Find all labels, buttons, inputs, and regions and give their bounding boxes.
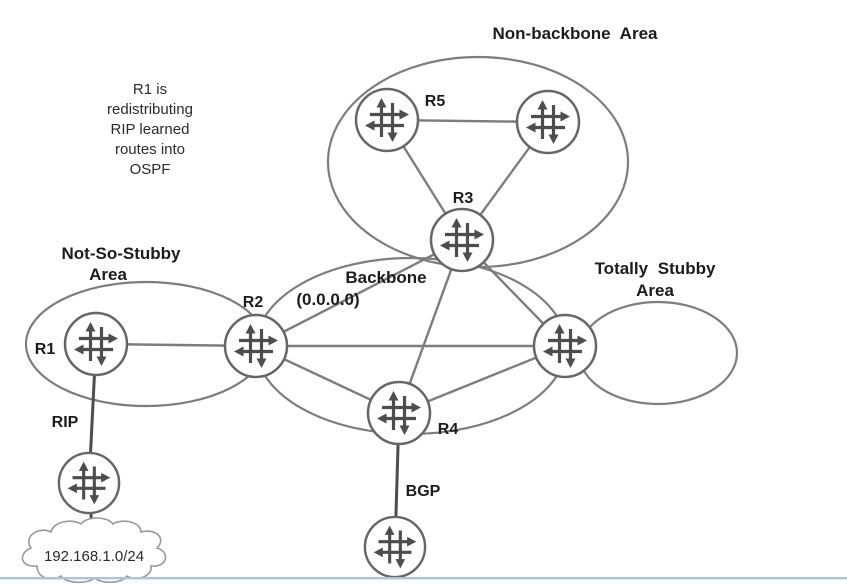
router-nonbackbone-peer-icon xyxy=(515,89,581,155)
cloud-network-label: 192.168.1.0/24 xyxy=(44,548,144,565)
annotation-line-2: redistributing xyxy=(107,101,193,118)
router-rip-external-icon xyxy=(57,451,121,515)
annotation-line-1: R1 is xyxy=(133,81,167,98)
router-r4-icon xyxy=(366,380,432,446)
router-r3-label: R3 xyxy=(453,190,474,207)
router-r5-icon xyxy=(354,87,420,153)
backbone-title-line1: Backbone xyxy=(345,268,426,287)
bottom-divider-bar xyxy=(0,577,847,580)
router-totally-stubby-abr-icon xyxy=(532,313,598,379)
router-r1-icon xyxy=(63,311,129,377)
router-r1-label: R1 xyxy=(35,341,56,358)
annotation-line-5: OSPF xyxy=(130,161,171,178)
link-r3-r2 xyxy=(255,238,463,348)
backbone-title-line2: (0.0.0.0) xyxy=(296,290,359,309)
router-r3-icon xyxy=(429,207,495,273)
totally-stubby-title-line2: Area xyxy=(636,281,674,300)
totally-stubby-title-line1: Totally Stubby xyxy=(595,259,716,278)
rip-link-label: RIP xyxy=(52,414,79,431)
non-backbone-area-title: Non-backbone Area xyxy=(493,24,659,43)
router-bgp-external-icon xyxy=(363,515,427,579)
annotation-note: R1 is redistributing RIP learned routes … xyxy=(107,81,193,178)
router-r2-label: R2 xyxy=(243,294,264,311)
not-so-stubby-title-line2: Area xyxy=(89,265,127,284)
not-so-stubby-title-line1: Not-So-Stubby xyxy=(62,244,182,263)
annotation-line-4: routes into xyxy=(115,141,185,158)
router-r4-label: R4 xyxy=(438,421,459,438)
annotation-line-3: RIP learned xyxy=(111,121,190,138)
bgp-link-label: BGP xyxy=(406,483,441,500)
totally-stubby-area-ellipse xyxy=(577,300,739,406)
router-r5-label: R5 xyxy=(425,93,446,110)
router-r2-icon xyxy=(223,313,289,379)
